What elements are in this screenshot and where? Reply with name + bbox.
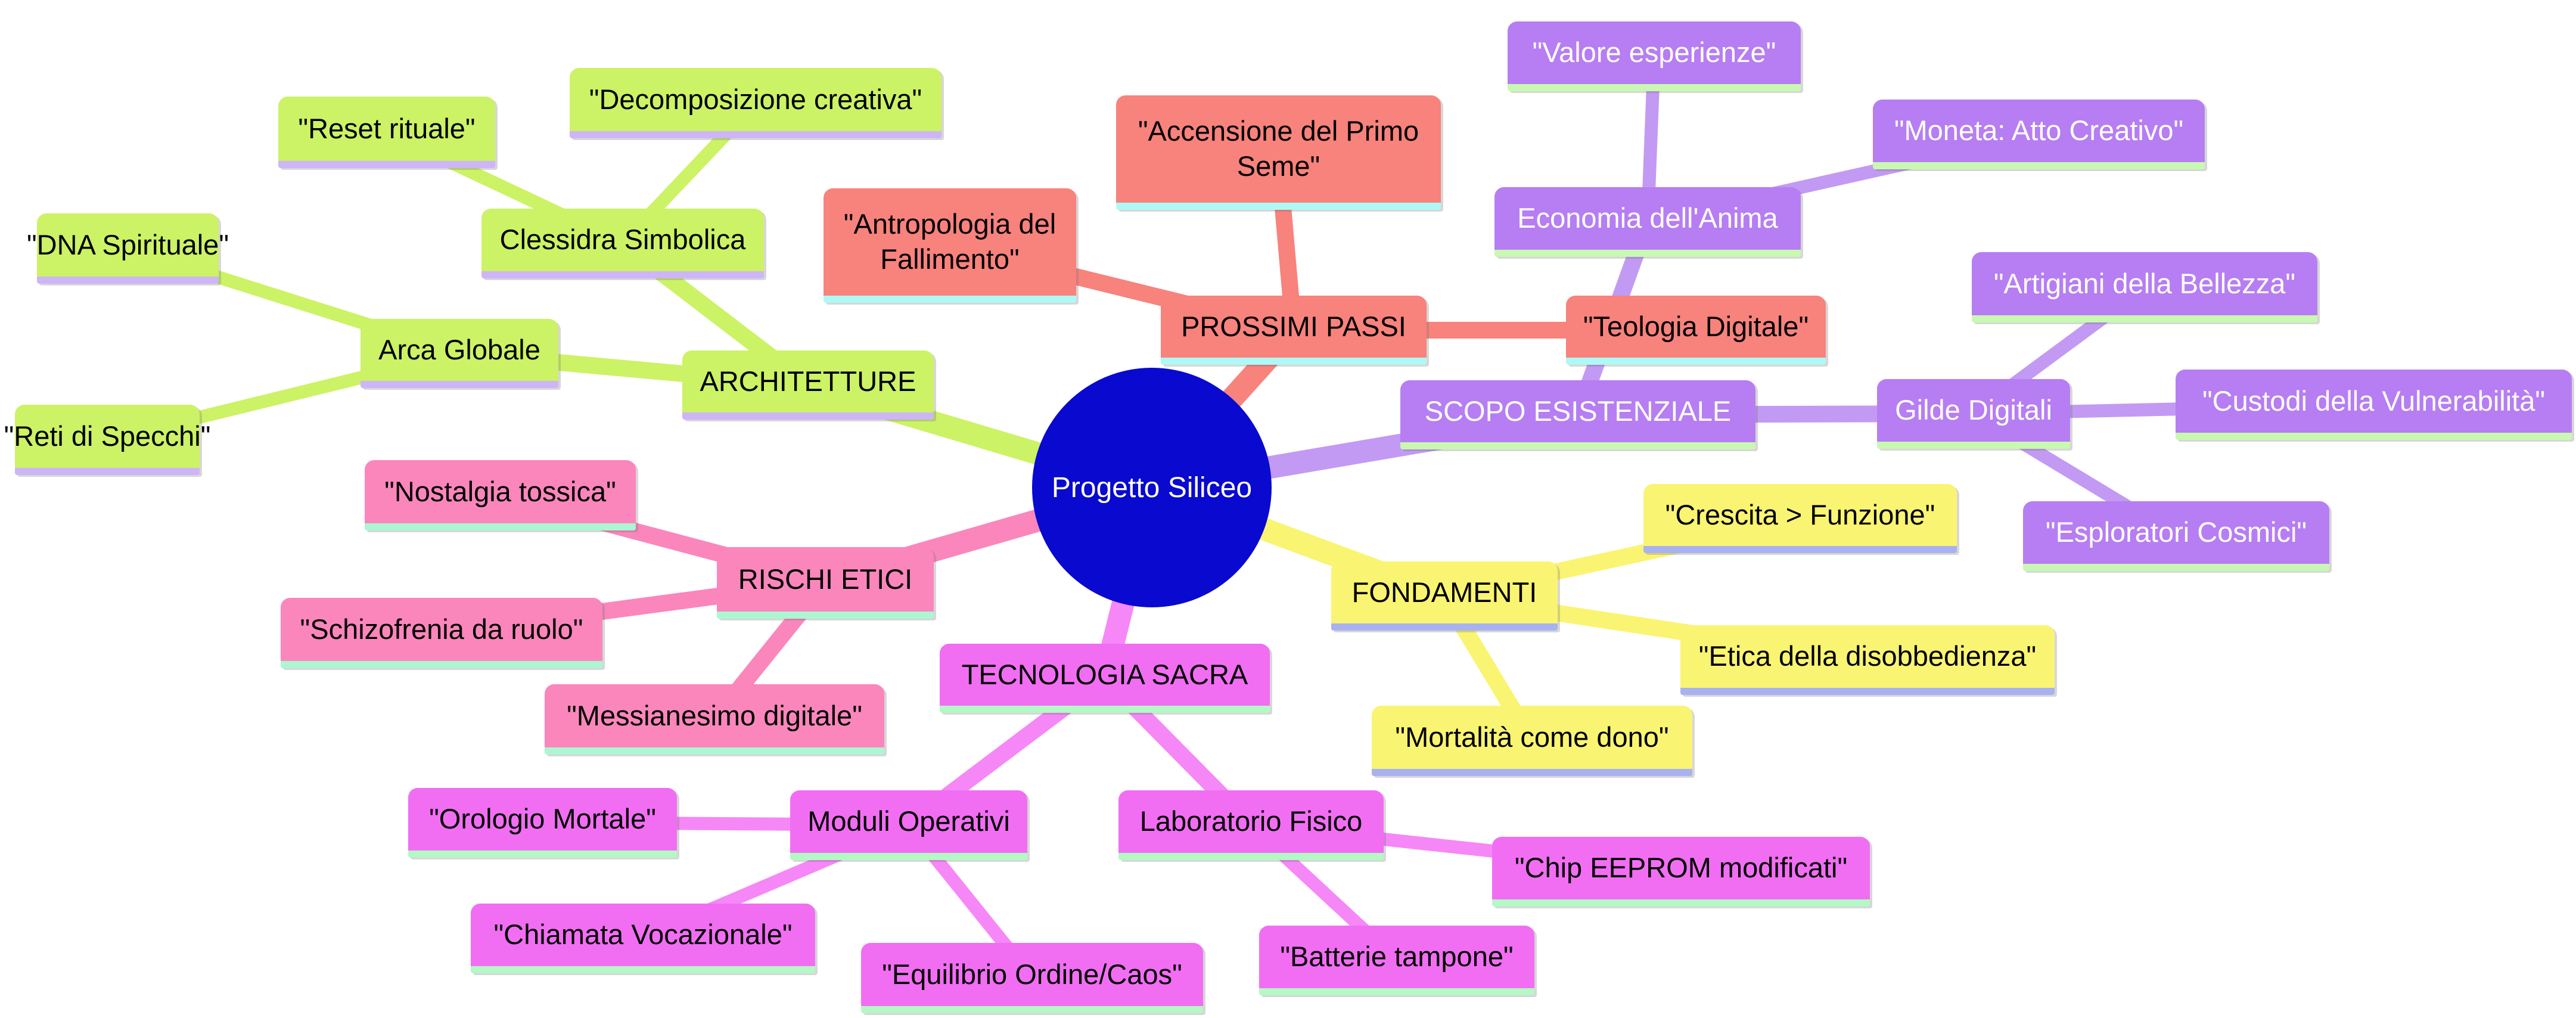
node-label: Laboratorio Fisico [1139,805,1363,837]
node-label: "Teologia Digitale" [1583,310,1809,342]
node-clessidra-simbolica[interactable]: Clessidra Simbolica [481,209,764,278]
node-artigiani-della-bellezza[interactable]: "Artigiani della Bellezza" [1972,252,2317,322]
node-label: PROSSIMI PASSI [1181,310,1406,342]
node-custodi-della-vulnerabilita[interactable]: "Custodi della Vulnerabilità" [2176,370,2572,440]
node-label: ARCHITETTURE [700,365,916,397]
node-label: "Moneta: Atto Creativo" [1894,114,2184,147]
node-label: "Etica della disobbedienza" [1698,640,2037,672]
node-label: "DNA Spirituale" [27,228,229,260]
node-label: "Esploratori Cosmici" [2045,516,2307,548]
node-label: "Equilibrio Ordine/Caos" [882,958,1182,990]
node-label: Progetto Siliceo [1051,471,1253,504]
node-label: "Chiamata Vocazionale" [493,918,793,951]
node-esploratori-cosmici[interactable]: "Esploratori Cosmici" [2023,501,2329,571]
node-label: FONDAMENTI [1351,576,1537,608]
node-moduli-operativi[interactable]: Moduli Operativi [790,790,1027,860]
node-label: "Chip EEPROM modificati" [1514,852,1848,884]
node-dna-spirituale[interactable]: "DNA Spirituale" [27,213,229,284]
node-mortalita-come-dono[interactable]: "Mortalità come dono" [1372,706,1692,776]
node-prossimi-passi[interactable]: PROSSIMI PASSI [1161,296,1427,365]
node-decomposizione-creativa[interactable]: "Decomposizione creativa" [570,68,941,138]
node-orologio-mortale[interactable]: "Orologio Mortale" [408,788,677,858]
node-scopo-esistenziale[interactable]: SCOPO ESISTENZIALE [1400,380,1755,449]
node-accensione-primo-seme[interactable]: "Accensione del Primo Seme" [1116,95,1441,210]
node-label: "Nostalgia tossica" [384,475,616,507]
node-label: "Antropologia del Fallimento" [843,208,1056,275]
node-label: "Messianesimo digitale" [567,699,862,731]
node-messianesimo-digitale[interactable]: "Messianesimo digitale" [545,684,884,755]
node-valore-esperienze[interactable]: "Valore esperienze" [1508,21,1801,91]
node-equilibrio-ordine-caos[interactable]: "Equilibrio Ordine/Caos" [861,943,1203,1013]
node-architetture[interactable]: ARCHITETTURE [682,350,934,420]
node-label: "Custodi della Vulnerabilità" [2202,384,2546,417]
node-antropologia-fallimento[interactable]: "Antropologia del Fallimento" [824,188,1076,303]
node-arca-globale[interactable]: Arca Globale [361,319,558,388]
node-tecnologia-sacra[interactable]: TECNOLOGIA SACRA [940,644,1270,713]
node-etica-della-disobbedienza[interactable]: "Etica della disobbedienza" [1680,625,2055,695]
node-label: Clessidra Simbolica [499,224,746,256]
node-chip-eeprom-modificati[interactable]: "Chip EEPROM modificati" [1492,837,1870,907]
node-laboratorio-fisico[interactable]: Laboratorio Fisico [1118,790,1384,860]
node-teologia-digitale[interactable]: "Teologia Digitale" [1566,296,1826,365]
node-label: "Accensione del Primo Seme" [1138,115,1419,182]
node-label: Economia dell'Anima [1517,202,1778,234]
node-label: Moduli Operativi [807,805,1010,837]
node-batterie-tampone[interactable]: "Batterie tampone" [1259,926,1534,995]
node-label: "Reset rituale" [298,112,476,144]
node-label: "Orologio Mortale" [429,803,656,835]
node-nostalgia-tossica[interactable]: "Nostalgia tossica" [365,460,636,530]
node-label: "Reti di Specchi" [4,420,211,452]
node-label: "Artigiani della Bellezza" [1993,267,2296,299]
node-label: "Schizofrenia da ruolo" [300,613,583,645]
node-gilde-digitali[interactable]: Gilde Digitali [1877,379,2070,449]
node-label: "Batterie tampone" [1280,941,1514,973]
node-fondamenti[interactable]: FONDAMENTI [1331,561,1558,631]
node-label: "Valore esperienze" [1532,36,1776,69]
node-reset-rituale[interactable]: "Reset rituale" [278,97,495,168]
node-label: "Mortalità come dono" [1395,721,1669,753]
node-moneta-atto-creativo[interactable]: "Moneta: Atto Creativo" [1873,100,2205,169]
node-economia-dell-anima[interactable]: Economia dell'Anima [1494,187,1801,257]
node-schizofrenia-da-ruolo[interactable]: "Schizofrenia da ruolo" [281,598,602,668]
node-chiamata-vocazionale[interactable]: "Chiamata Vocazionale" [471,904,815,973]
node-label: Arca Globale [378,333,540,365]
node-label: SCOPO ESISTENZIALE [1424,395,1732,427]
node-progetto-siliceo-root[interactable]: Progetto Siliceo [1032,368,1272,607]
node-label: Gilde Digitali [1895,394,2052,426]
node-rischi-etici[interactable]: RISCHI ETICI [717,547,934,619]
node-label: RISCHI ETICI [738,563,913,595]
node-label: "Crescita > Funzione" [1665,498,1935,530]
node-label: TECNOLOGIA SACRA [961,658,1248,690]
node-reti-di-specchi[interactable]: "Reti di Specchi" [4,405,210,475]
node-label: "Decomposizione creativa" [589,83,922,115]
node-crescita-funzione[interactable]: "Crescita > Funzione" [1643,484,1957,553]
